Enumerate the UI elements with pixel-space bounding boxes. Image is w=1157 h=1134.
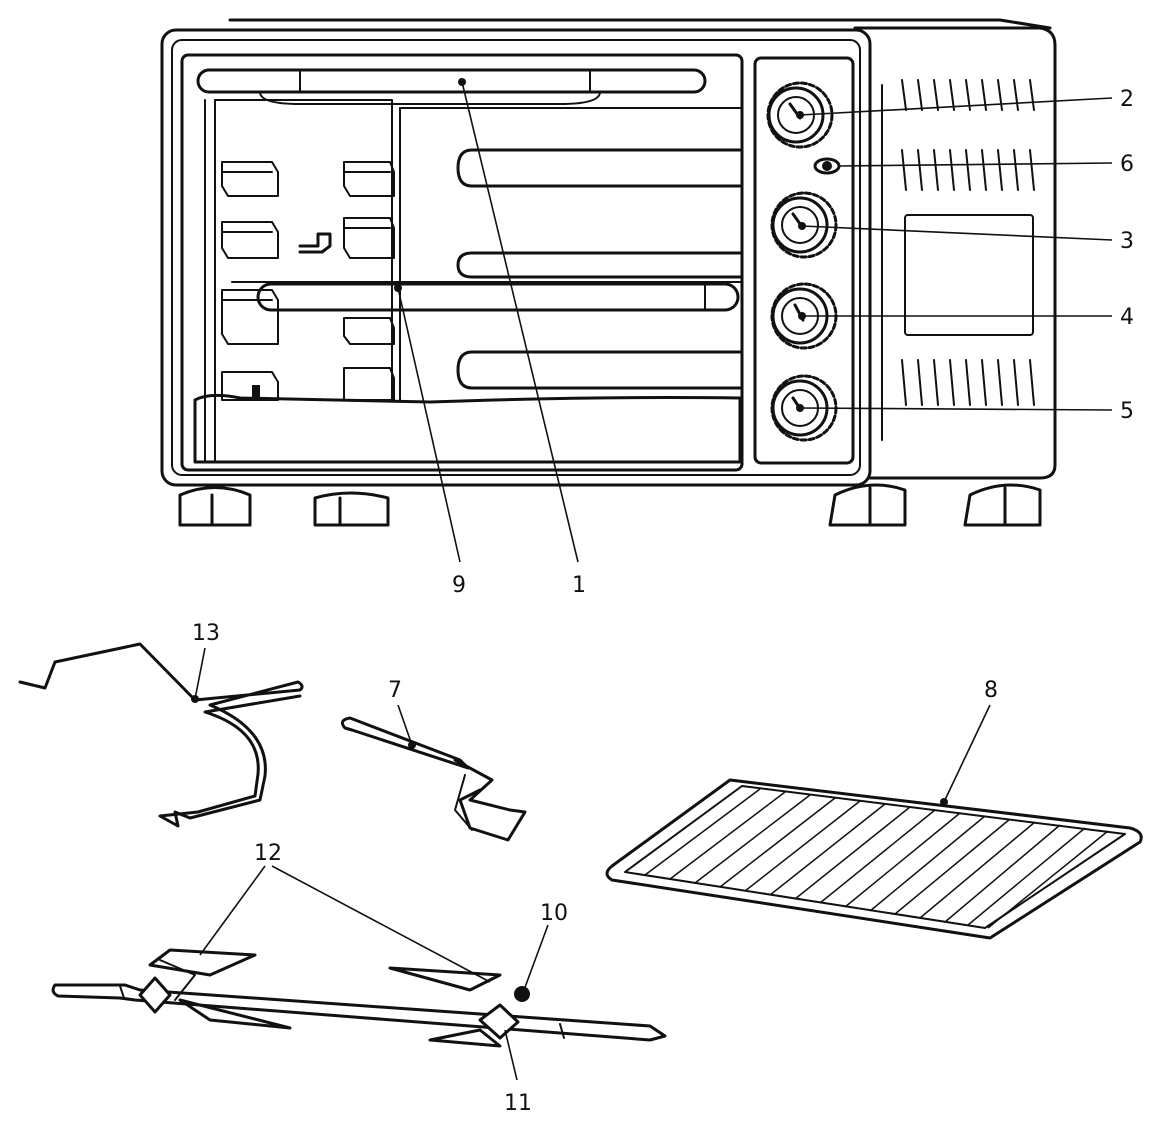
control-panel-plate	[753, 56, 855, 465]
rotisserie-spit	[51, 948, 667, 1048]
leader-7	[397, 704, 413, 746]
leader-6	[837, 162, 1113, 167]
side-vent-window	[904, 214, 1034, 336]
oven-top-edge	[228, 18, 1052, 30]
oven-front-inner	[171, 39, 861, 476]
leader-9	[397, 287, 461, 563]
foot	[963, 483, 1042, 527]
spit-socket	[252, 385, 260, 399]
oven-front-frame	[160, 28, 872, 487]
left-fork-screw	[138, 976, 172, 1014]
left-fork-top	[148, 948, 257, 977]
heating-loop-3	[456, 350, 742, 390]
foot	[178, 486, 252, 527]
right-fork-bottom	[428, 1028, 502, 1048]
wire-rack-inner	[624, 785, 1126, 929]
oven-feet	[178, 483, 1042, 527]
right-fork-screw	[478, 1003, 520, 1040]
callout-2: 2	[1120, 87, 1134, 112]
leader-13	[194, 647, 206, 700]
leader-8	[943, 704, 991, 803]
oven-cavity-left-wall	[204, 99, 216, 461]
oven-door-window	[180, 53, 744, 472]
leader-3	[801, 225, 1113, 241]
wire-rack-bars	[644, 788, 1109, 929]
rack-bump	[343, 317, 395, 345]
spit-bracket	[298, 232, 332, 254]
leader-2	[799, 97, 1113, 116]
spit-rod	[51, 983, 667, 1042]
tray-handle-clip	[454, 774, 473, 831]
left-fork-bottom	[178, 998, 292, 1030]
middle-rod	[231, 281, 741, 312]
callout-7: 7	[388, 678, 402, 703]
spit-rod-segments	[119, 985, 565, 1039]
leader-11	[504, 1029, 518, 1081]
callout-5: 5	[1120, 399, 1134, 424]
callout-4: 4	[1120, 305, 1134, 330]
oven-side-panel	[853, 26, 1057, 480]
indicator-light-lens	[822, 161, 832, 171]
upper-heating-tube	[196, 68, 707, 94]
callout-labels: 2 6 3 4 5 9 1 13 7 8 12 10 11	[192, 87, 1134, 1116]
rear-heating-elements	[456, 148, 742, 390]
rack-bump	[343, 161, 395, 197]
rack-bump	[343, 217, 395, 259]
oven-back-wall	[214, 99, 393, 401]
callout-11: 11	[504, 1091, 532, 1116]
rack-bump	[221, 161, 279, 197]
leader-12a	[199, 865, 266, 956]
rack-bump	[343, 367, 395, 401]
indicator-light	[813, 157, 841, 175]
tray-handle	[340, 716, 527, 842]
leader-1	[461, 81, 579, 563]
callout-12: 12	[254, 841, 282, 866]
callout-6: 6	[1120, 152, 1134, 177]
spit-lock-screw	[514, 986, 530, 1002]
leader-12b	[271, 865, 491, 983]
wire-rack	[605, 778, 1143, 940]
callout-8: 8	[984, 678, 998, 703]
callout-1: 1	[572, 573, 586, 598]
control-panel	[753, 56, 855, 465]
rack-bump	[221, 289, 279, 345]
foot	[828, 483, 907, 527]
leader-lines	[191, 78, 1113, 1081]
callout-3: 3	[1120, 229, 1134, 254]
heating-loop-2	[456, 251, 742, 279]
tray-handle-hook	[453, 758, 527, 842]
rack-lifter	[18, 642, 304, 828]
vent-row-2	[901, 149, 1035, 191]
rack-slot-bumps	[221, 161, 395, 401]
vent-row-3	[901, 359, 1035, 406]
right-fork-top	[388, 966, 502, 992]
callout-9: 9	[452, 573, 466, 598]
heating-loop-1	[456, 148, 742, 188]
vent-row-1	[901, 79, 1035, 111]
leader-5	[799, 407, 1113, 411]
crumb-tray	[193, 393, 742, 464]
callout-10: 10	[540, 901, 568, 926]
rack-bump	[221, 221, 279, 259]
left-fork-arm	[159, 959, 196, 1001]
tube-reflector	[259, 91, 601, 105]
side-vents	[881, 79, 1035, 441]
oven	[160, 18, 1057, 527]
leader-10	[523, 924, 549, 991]
upper-heating-element	[196, 68, 707, 105]
callout-13: 13	[192, 621, 220, 646]
middle-rod-tube	[256, 282, 740, 312]
foot	[313, 491, 390, 527]
knob-3-face	[781, 206, 819, 244]
wire-rack-frame	[605, 778, 1143, 940]
